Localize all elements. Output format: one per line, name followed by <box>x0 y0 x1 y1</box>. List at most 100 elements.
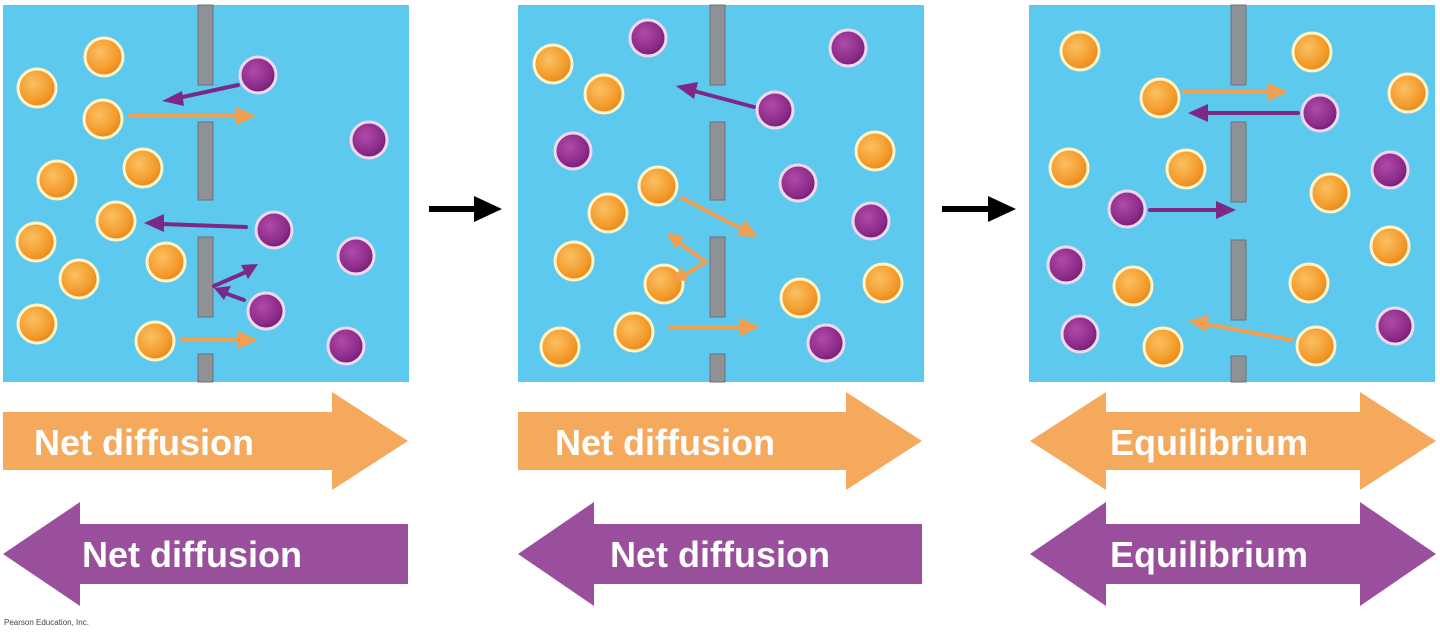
orange-particle <box>643 263 685 305</box>
panel-3 <box>1029 4 1435 383</box>
purple-arrowhead <box>676 82 698 99</box>
purple-equilibrium-label: Equilibrium <box>1110 534 1308 575</box>
panel-1-motion-arrows <box>128 83 258 349</box>
orange-particle <box>539 326 581 368</box>
orange-particle <box>1369 225 1411 267</box>
membrane-segment <box>709 353 726 383</box>
orange-motion-arrow <box>682 260 708 277</box>
orange-particle <box>553 240 595 282</box>
orange-particle <box>122 147 164 189</box>
panel-1-membrane <box>197 4 214 383</box>
orange-net-arrow-1-label: Net diffusion <box>34 422 254 463</box>
purple-particle <box>336 236 376 276</box>
membrane-segment <box>1230 355 1247 383</box>
orange-particle <box>1059 30 1101 72</box>
purple-arrowhead <box>144 214 164 232</box>
orange-particle <box>1142 326 1184 368</box>
orange-particle <box>1112 265 1154 307</box>
purple-particle <box>238 55 278 95</box>
orange-particle <box>1139 77 1181 119</box>
purple-particle <box>1107 189 1147 229</box>
orange-particle <box>95 200 137 242</box>
purple-motion-arrow <box>212 270 248 288</box>
orange-motion-arrow <box>676 240 708 264</box>
orange-particle <box>613 311 655 353</box>
orange-particle <box>1291 31 1333 73</box>
membrane-segment <box>1230 121 1247 203</box>
orange-particle <box>854 130 896 172</box>
panel-3-purple-particles <box>1046 93 1415 354</box>
purple-arrowhead <box>1188 104 1208 122</box>
purple-particle <box>1300 93 1340 133</box>
orange-arrowhead <box>1268 83 1288 101</box>
purple-particle <box>851 201 891 241</box>
orange-particle <box>82 98 124 140</box>
membrane-segment <box>1230 239 1247 321</box>
orange-particle <box>1165 148 1207 190</box>
orange-particle <box>16 67 58 109</box>
purple-net-arrow-1: Net diffusion <box>3 502 408 606</box>
purple-arrowhead <box>1216 201 1236 219</box>
purple-particle <box>349 120 389 160</box>
purple-particle <box>628 18 668 58</box>
membrane-segment <box>1230 4 1247 86</box>
orange-particle <box>1309 172 1351 214</box>
step-arrow-1 <box>429 196 502 222</box>
purple-particle <box>806 323 846 363</box>
orange-arrowhead <box>666 233 684 249</box>
purple-particle <box>553 131 593 171</box>
orange-arrowhead <box>238 331 258 349</box>
purple-particle <box>755 90 795 130</box>
orange-particle <box>36 159 78 201</box>
orange-particle <box>15 221 57 263</box>
orange-particle <box>58 258 100 300</box>
orange-particle <box>532 43 574 85</box>
orange-arrowhead <box>1188 315 1209 332</box>
membrane-segment <box>709 236 726 318</box>
panel-1 <box>3 4 409 383</box>
purple-particle <box>326 326 366 366</box>
panel-3-membrane <box>1230 4 1247 383</box>
panel-1-purple-particles <box>238 55 389 366</box>
purple-particle <box>246 291 286 331</box>
orange-particle <box>779 277 821 319</box>
orange-particle <box>145 241 187 283</box>
orange-motion-arrow <box>1204 322 1294 342</box>
orange-net-arrow-1: Net diffusion <box>3 392 408 490</box>
orange-particle <box>16 303 58 345</box>
membrane-segment <box>709 121 726 201</box>
purple-net-arrow-2: Net diffusion <box>518 502 922 606</box>
purple-particle <box>254 210 294 250</box>
membrane-segment <box>197 353 214 383</box>
orange-particle <box>637 165 679 207</box>
orange-net-arrow-2-label: Net diffusion <box>555 422 775 463</box>
membrane-segment <box>197 236 214 318</box>
panel-2 <box>518 4 924 383</box>
orange-arrowhead <box>737 220 758 237</box>
panel-1-orange-particles <box>15 36 187 362</box>
purple-net-arrow-1-label: Net diffusion <box>82 534 302 575</box>
orange-particle <box>134 320 176 362</box>
purple-arrowhead <box>214 286 231 300</box>
orange-particle <box>1048 147 1090 189</box>
purple-particle <box>778 163 818 203</box>
orange-arrowhead <box>672 267 689 282</box>
orange-particle <box>1387 72 1429 114</box>
purple-motion-arrow <box>160 222 248 229</box>
orange-particle <box>1295 325 1337 367</box>
orange-particle <box>862 262 904 304</box>
purple-particle <box>828 28 868 68</box>
panel-3-orange-particles <box>1048 30 1429 368</box>
step-arrow-2 <box>942 196 1016 222</box>
panel-2-orange-particles <box>532 43 904 368</box>
credit-text: Pearson Education, Inc. <box>4 618 89 627</box>
orange-particle <box>583 73 625 115</box>
purple-motion-arrow <box>692 89 756 109</box>
orange-net-arrow-2: Net diffusion <box>518 392 922 490</box>
membrane-segment <box>197 4 214 86</box>
orange-particle <box>1288 262 1330 304</box>
orange-particle <box>587 192 629 234</box>
purple-particle <box>1060 314 1100 354</box>
membrane-segment <box>709 4 726 86</box>
